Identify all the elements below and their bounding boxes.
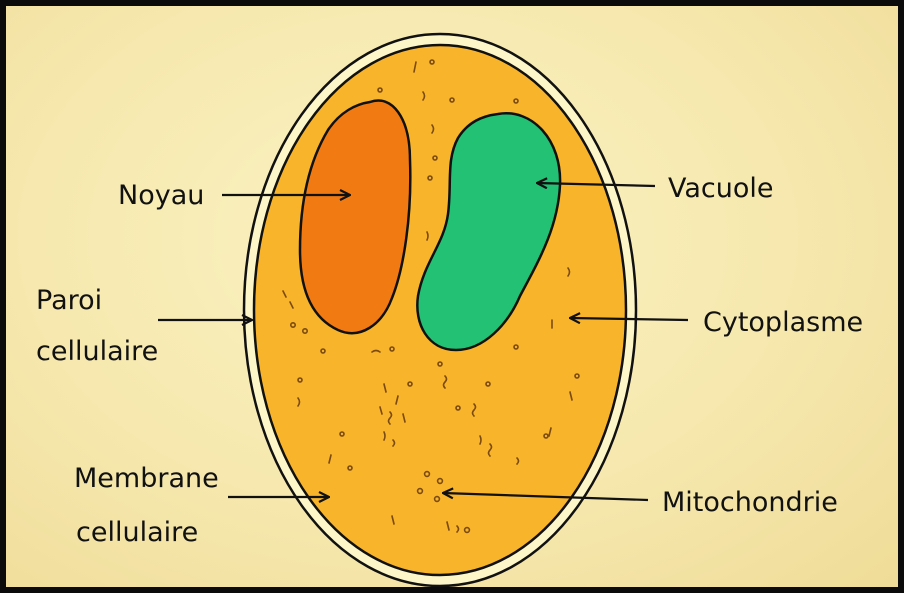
label-membrane-line2: cellulaire — [76, 517, 198, 548]
plant-cell-diagram: Noyau Vacuole Paroi cellulaire Cytoplasm… — [6, 6, 898, 587]
label-noyau: Noyau — [118, 180, 204, 211]
label-paroi-line2: cellulaire — [36, 336, 158, 367]
label-mitochondrie: Mitochondrie — [662, 487, 838, 518]
label-membrane-line1: Membrane — [74, 463, 219, 494]
label-vacuole: Vacuole — [668, 173, 774, 204]
label-paroi-line1: Paroi — [36, 285, 102, 316]
label-cytoplasme: Cytoplasme — [703, 307, 863, 338]
